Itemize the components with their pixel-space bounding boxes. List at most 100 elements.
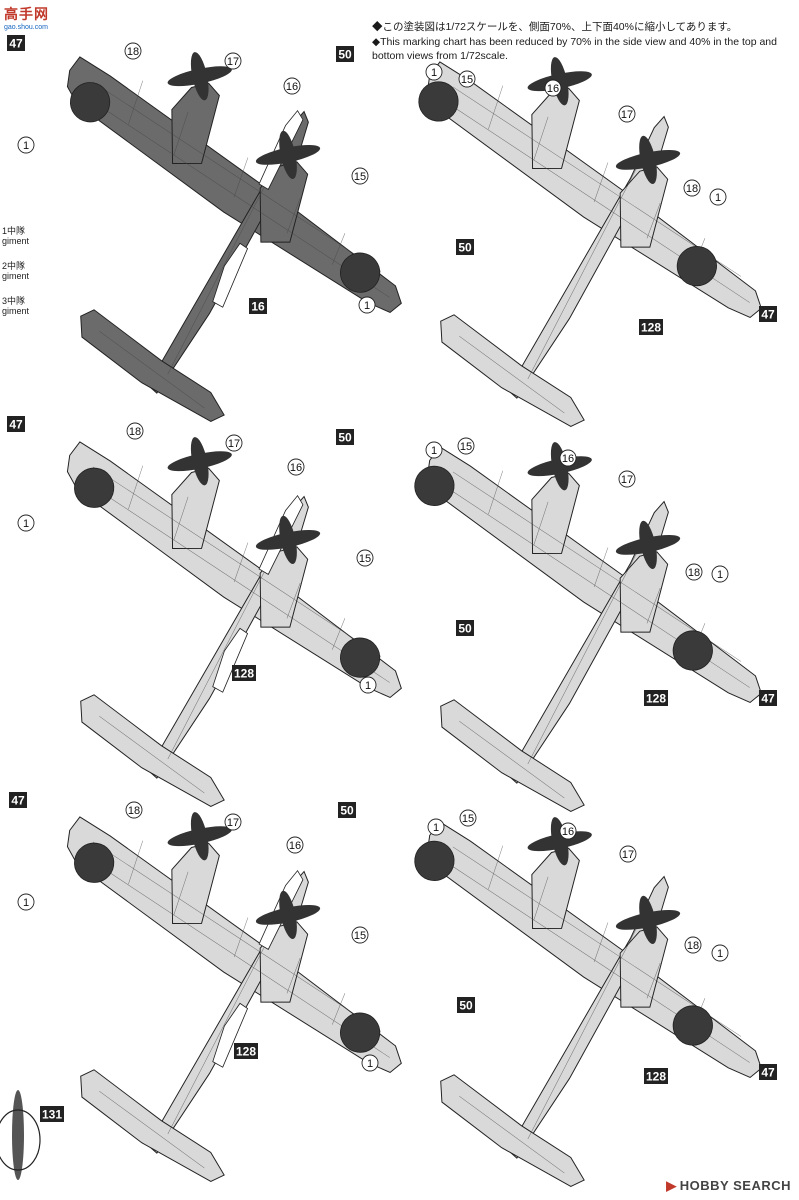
aircraft-bot-left	[23, 806, 430, 1200]
callout-top-right-18: 18	[686, 183, 698, 195]
aircraft-bot-right	[383, 811, 790, 1200]
hinomaru-marking	[414, 465, 455, 506]
aircraft-top-left	[23, 46, 430, 446]
callout-bot-right-1: 1	[433, 822, 439, 834]
callout-bot-right-47: 47	[761, 1066, 775, 1080]
callout-top-left-50-box	[456, 239, 474, 255]
hinomaru-marking	[414, 840, 455, 881]
callout-mid-left-50-box	[456, 620, 474, 636]
callout-top-left-17-circle	[224, 52, 242, 70]
callout-bot-right-128-box	[644, 1068, 668, 1084]
callout-mid-right-1: 1	[717, 569, 723, 581]
hinomaru-marking	[69, 82, 111, 123]
footer-brand: ▶HOBBY SEARCH	[666, 1178, 791, 1193]
callout-top-right-50-box	[336, 46, 354, 62]
hinomaru-marking	[74, 467, 115, 508]
callout-mid-left-15-circle	[356, 549, 374, 567]
callout-mid-left-1-circle	[17, 514, 35, 532]
callout-bot-right-18-circle	[684, 936, 702, 954]
callout-top-left-1-circle	[17, 136, 35, 154]
callout-mid-left-1-circle	[359, 676, 377, 694]
callout-top-right-15-circle	[458, 70, 476, 88]
callout-extra-131: 131	[42, 1108, 62, 1122]
callout-mid-left-16: 16	[290, 462, 302, 474]
callout-mid-left-128: 128	[234, 667, 254, 681]
callout-bot-left-128: 128	[236, 1045, 256, 1059]
callout-top-right-1-circle	[709, 188, 727, 206]
callout-top-left-1: 1	[364, 300, 370, 312]
callout-mid-right-16: 16	[562, 453, 574, 465]
callout-top-right-17: 17	[621, 109, 633, 121]
callout-bot-left-1-circle	[361, 1054, 379, 1072]
callout-bot-left-1: 1	[23, 897, 29, 909]
callout-top-right-15: 15	[461, 74, 473, 86]
aircraft-mid-left	[23, 431, 430, 831]
callout-bot-left-1: 1	[367, 1058, 373, 1070]
partial-aircraft-nose	[0, 1090, 41, 1180]
callout-top-left-18: 18	[127, 46, 139, 58]
note-english: ◆This marking chart has been reduced by …	[372, 36, 777, 62]
callout-top-left-18-circle	[124, 42, 142, 60]
callout-bot-right-16-circle	[559, 822, 577, 840]
callout-top-left-17: 17	[227, 56, 239, 68]
hinomaru-marking	[74, 842, 115, 883]
callout-bot-left-17-circle	[224, 813, 242, 831]
callout-top-right-128: 128	[641, 321, 661, 335]
callout-mid-left-16-circle	[287, 458, 305, 476]
callout-mid-right-16-circle	[559, 449, 577, 467]
callout-top-left-16: 16	[286, 81, 298, 93]
callout-bot-right-15-circle	[459, 809, 477, 827]
callout-mid-right-18: 18	[688, 567, 700, 579]
callout-mid-left-47-box	[7, 416, 25, 432]
callout-bot-right-1-circle	[711, 944, 729, 962]
site-logo-text: 高手网	[4, 6, 49, 22]
aircraft-mid-right	[383, 436, 790, 836]
callout-bot-left-128-box	[234, 1043, 258, 1059]
site-logo: 高手网 gao.shou.com	[4, 4, 66, 38]
callout-bot-left-50: 50	[459, 999, 473, 1013]
callout-top-left-1: 1	[23, 140, 29, 152]
site-logo-url: gao.shou.com	[4, 24, 48, 31]
hinomaru-marking	[339, 252, 381, 293]
callout-bot-left-18-circle	[125, 801, 143, 819]
hinomaru-marking	[676, 246, 717, 287]
callout-bot-right-15: 15	[462, 813, 474, 825]
callout-mid-right-1-circle	[425, 441, 443, 459]
callout-bot-left-16-circle	[286, 836, 304, 854]
callout-top-right-47: 47	[761, 308, 775, 322]
callout-mid-right-1: 1	[431, 445, 437, 457]
callout-layer: 47 18 17 16 15 50 16 1 1 50 1 15 16 17 18 1 47 128 47 18 17 1…	[7, 35, 777, 1122]
callout-mid-right-18-circle	[685, 563, 703, 581]
callout-mid-right-15: 15	[460, 441, 472, 453]
callout-mid-left-1: 1	[365, 680, 371, 692]
callout-top-right-1-circle	[425, 63, 443, 81]
callout-mid-right-15-circle	[457, 437, 475, 455]
callout-bot-right-17: 17	[622, 849, 634, 861]
callout-mid-right-128-box	[644, 690, 668, 706]
callout-mid-left-50: 50	[458, 622, 472, 636]
callout-mid-right-17: 17	[621, 474, 633, 486]
hinomaru-marking	[418, 81, 459, 122]
callout-top-right-47-box	[759, 306, 777, 322]
callout-bot-right-17-circle	[619, 845, 637, 863]
callout-top-left-47-box	[7, 35, 25, 51]
callout-mid-right-47-box	[759, 690, 777, 706]
callout-bot-right-128: 128	[646, 1070, 666, 1084]
callout-bot-right-16: 16	[562, 826, 574, 838]
callout-top-left-1-circle	[358, 296, 376, 314]
callout-top-left-15: 15	[354, 171, 366, 183]
callout-mid-right-50: 50	[338, 431, 352, 445]
callout-bot-left-17: 17	[227, 817, 239, 829]
note-japanese: ◆この塗装図は1/72スケールを、側面70%、上下面40%に縮小してあります。	[372, 21, 738, 33]
callout-top-right-1: 1	[431, 67, 437, 79]
callout-top-left-47: 47	[9, 37, 23, 51]
callout-extra-131-box	[40, 1106, 64, 1122]
callout-mid-left-18-circle	[126, 422, 144, 440]
callout-top-right-16: 16	[547, 83, 559, 95]
callout-mid-left-18: 18	[129, 426, 141, 438]
callout-mid-left-17: 17	[228, 438, 240, 450]
